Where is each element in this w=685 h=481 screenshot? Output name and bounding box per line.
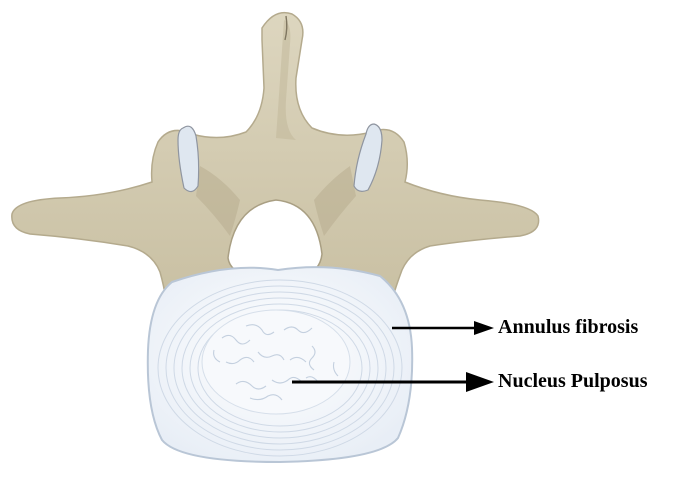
nucleus-pulposus <box>202 310 350 414</box>
nucleus-pulposus-label: Nucleus Pulposus <box>498 370 648 393</box>
annulus-fibrosis-label: Annulus fibrosis <box>498 316 638 339</box>
intervertebral-disc <box>148 267 412 462</box>
vertebra-bone <box>12 13 539 300</box>
